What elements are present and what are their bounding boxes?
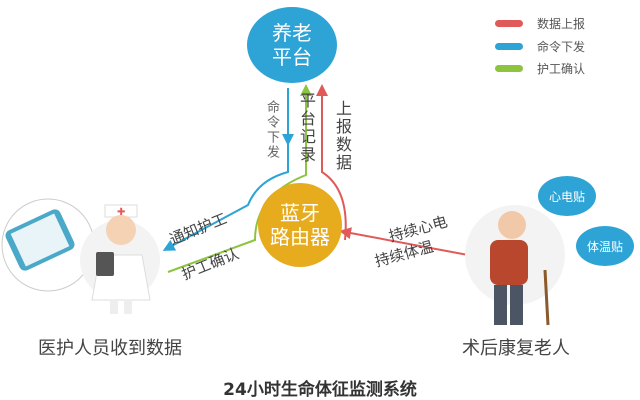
platform-record-label: 平台记录 bbox=[297, 92, 316, 164]
router-label: 蓝牙 路由器 bbox=[270, 201, 330, 249]
ecg-patch-label: 心电贴 bbox=[548, 189, 585, 204]
elder-illustration bbox=[465, 205, 565, 326]
legend-swatch-green bbox=[495, 65, 523, 72]
legend-swatch-red bbox=[495, 20, 523, 27]
svg-text:✚: ✚ bbox=[117, 207, 125, 218]
ecg-patch-bubble: 心电贴 bbox=[538, 176, 596, 216]
router-node-shape bbox=[258, 183, 342, 267]
nurse-illustration: ✚ bbox=[1, 198, 160, 314]
legend-label: 命令下发 bbox=[537, 40, 586, 54]
platform-node[interactable]: 养老 平台 bbox=[252, 21, 332, 69]
platform-label: 养老 平台 bbox=[272, 21, 312, 69]
report-line bbox=[339, 227, 469, 256]
legend-item-command: 命令下发 bbox=[495, 38, 585, 55]
temp-patch-label: 体温贴 bbox=[586, 239, 623, 254]
report-up-label: 上报数据 bbox=[333, 100, 352, 172]
legend-label: 护工确认 bbox=[537, 62, 586, 76]
legend-item-report: 数据上报 bbox=[495, 15, 585, 32]
elder-label: 术后康复老人 bbox=[462, 338, 570, 359]
command-down-label: 命令下发 bbox=[264, 100, 279, 160]
temp-patch-bubble: 体温贴 bbox=[576, 226, 634, 266]
router-node[interactable]: 蓝牙 路由器 bbox=[260, 201, 340, 249]
command-line bbox=[162, 88, 289, 251]
platform-node-shape bbox=[247, 7, 337, 83]
medical-staff-label: 医护人员收到数据 bbox=[38, 338, 182, 359]
legend-swatch-blue bbox=[495, 43, 523, 50]
page-title: 24小时生命体征监测系统 bbox=[223, 380, 417, 400]
legend-item-confirm: 护工确认 bbox=[495, 60, 585, 77]
legend-label: 数据上报 bbox=[537, 17, 586, 31]
